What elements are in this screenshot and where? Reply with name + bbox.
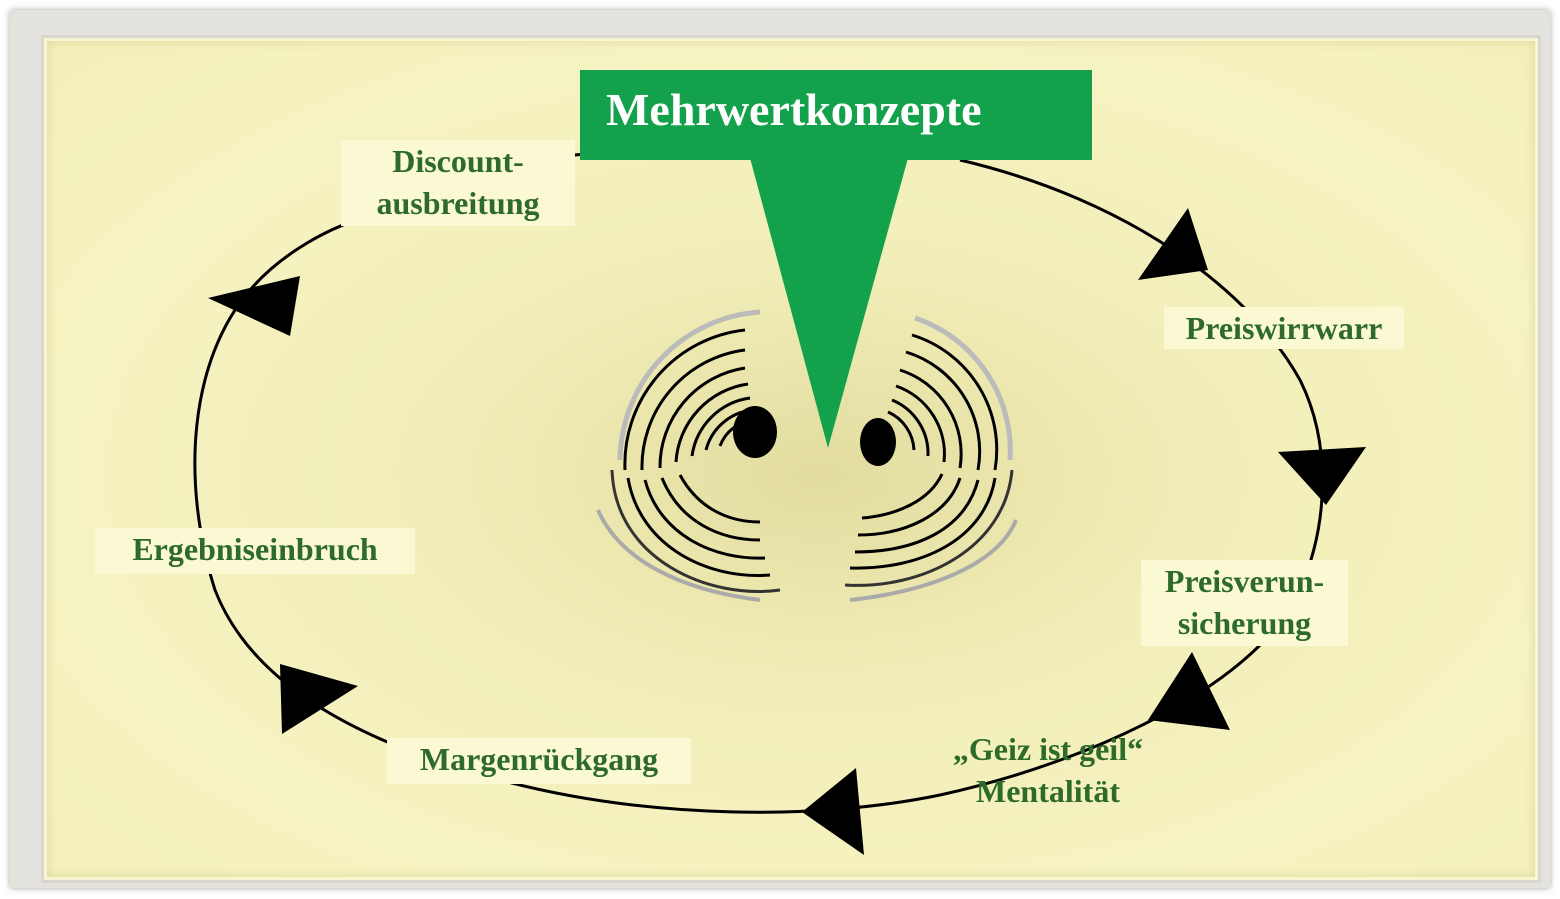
label-discount-ausbreitung: Discount- ausbreitung bbox=[341, 140, 575, 226]
arrowhead-icon bbox=[802, 768, 864, 855]
arrowhead-icon bbox=[1148, 652, 1230, 730]
label-geiz-ist-geil: „Geiz ist geil“ Mentalität bbox=[922, 728, 1174, 814]
label-margenrueckgang: Margenrückgang bbox=[387, 738, 691, 784]
label-preiswirrwarr: Preiswirrwarr bbox=[1164, 307, 1404, 349]
title-label: Mehrwertkonzepte bbox=[580, 70, 1092, 160]
label-ergebniseinbruch: Ergebniseinbruch bbox=[95, 528, 415, 574]
arrowhead-icon bbox=[1138, 208, 1208, 280]
arrowhead-icon bbox=[1278, 447, 1366, 505]
label-preisverunsicherung: Preisverun- sicherung bbox=[1141, 560, 1348, 646]
